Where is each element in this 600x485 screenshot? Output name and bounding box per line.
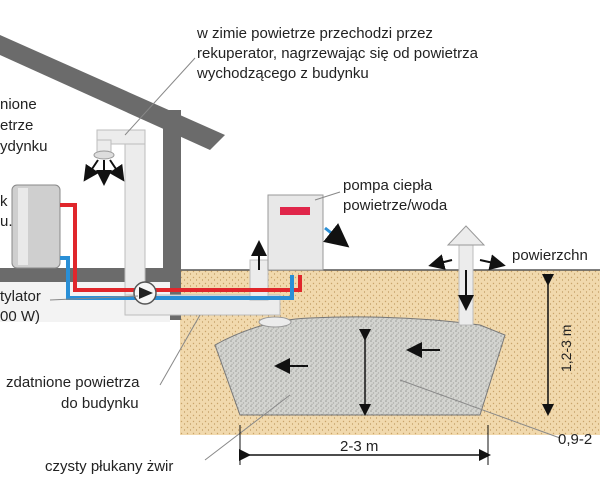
gravel-label: czysty płukany żwir <box>45 458 174 475</box>
airflow-arrow-pump-exhaust <box>323 223 350 248</box>
airflow-arrow-outlet-left <box>83 159 100 182</box>
fan-blade <box>139 287 153 299</box>
hot-pipe <box>60 203 302 292</box>
heat-pump-label-line2: powietrze/woda <box>343 197 448 214</box>
left-top-label-line2: etrze <box>0 117 34 134</box>
fan-label-line1: tylator <box>0 288 41 305</box>
house-wall <box>163 110 181 320</box>
treated-air-label-line2: do budynku <box>61 395 139 412</box>
treated-air-label-line1: zdatnione powietrza <box>6 374 140 391</box>
vertical-duct <box>124 129 146 296</box>
recuperator-note-line2: rekuperator, nagrzewając się od powietrz… <box>197 45 478 62</box>
width-dimension-label: 2-3 m <box>340 438 379 455</box>
left-top-label-line1: nione <box>0 96 37 113</box>
recuperator-note-line3: wychodzącego z budynku <box>197 65 369 82</box>
airflow-arrow-cap-left <box>428 254 453 270</box>
leader-small-dim <box>399 379 561 439</box>
left-mid-label-line2: u. <box>0 213 13 230</box>
leader-fan <box>49 295 139 301</box>
leader-gravel <box>204 394 291 461</box>
small-dimension-label: 0,9-2 <box>558 431 593 448</box>
floor-slab <box>0 268 181 282</box>
airflow-arrow-outlet-right <box>108 159 125 182</box>
gravel-bed <box>214 316 506 416</box>
depth-dimension-label: 1,2-3 m <box>558 324 574 372</box>
surface-label: powierzchn <box>512 247 588 264</box>
diffuser <box>93 150 115 160</box>
heat-pump-display <box>280 207 310 215</box>
recuperator-note-line1: w zimie powietrze przechodzi przez <box>197 25 433 42</box>
inlet-pipe-end <box>258 316 292 328</box>
intake-cap <box>446 225 486 246</box>
airflow-arrow-cap-right <box>479 254 506 271</box>
fan-label-line2: 00 W) <box>0 308 41 325</box>
heat-pump-label-line1: pompa ciepła <box>343 177 433 194</box>
heat-pump <box>267 194 324 271</box>
cold-pipe <box>60 256 294 300</box>
leader-heat-pump <box>314 191 341 201</box>
leader-treated-air <box>159 314 201 386</box>
water-tank-highlight <box>18 188 28 265</box>
left-top-label-line3: ydynku <box>0 138 48 155</box>
leader-recuperator <box>124 57 196 136</box>
left-mid-label-line1: k <box>0 193 8 210</box>
